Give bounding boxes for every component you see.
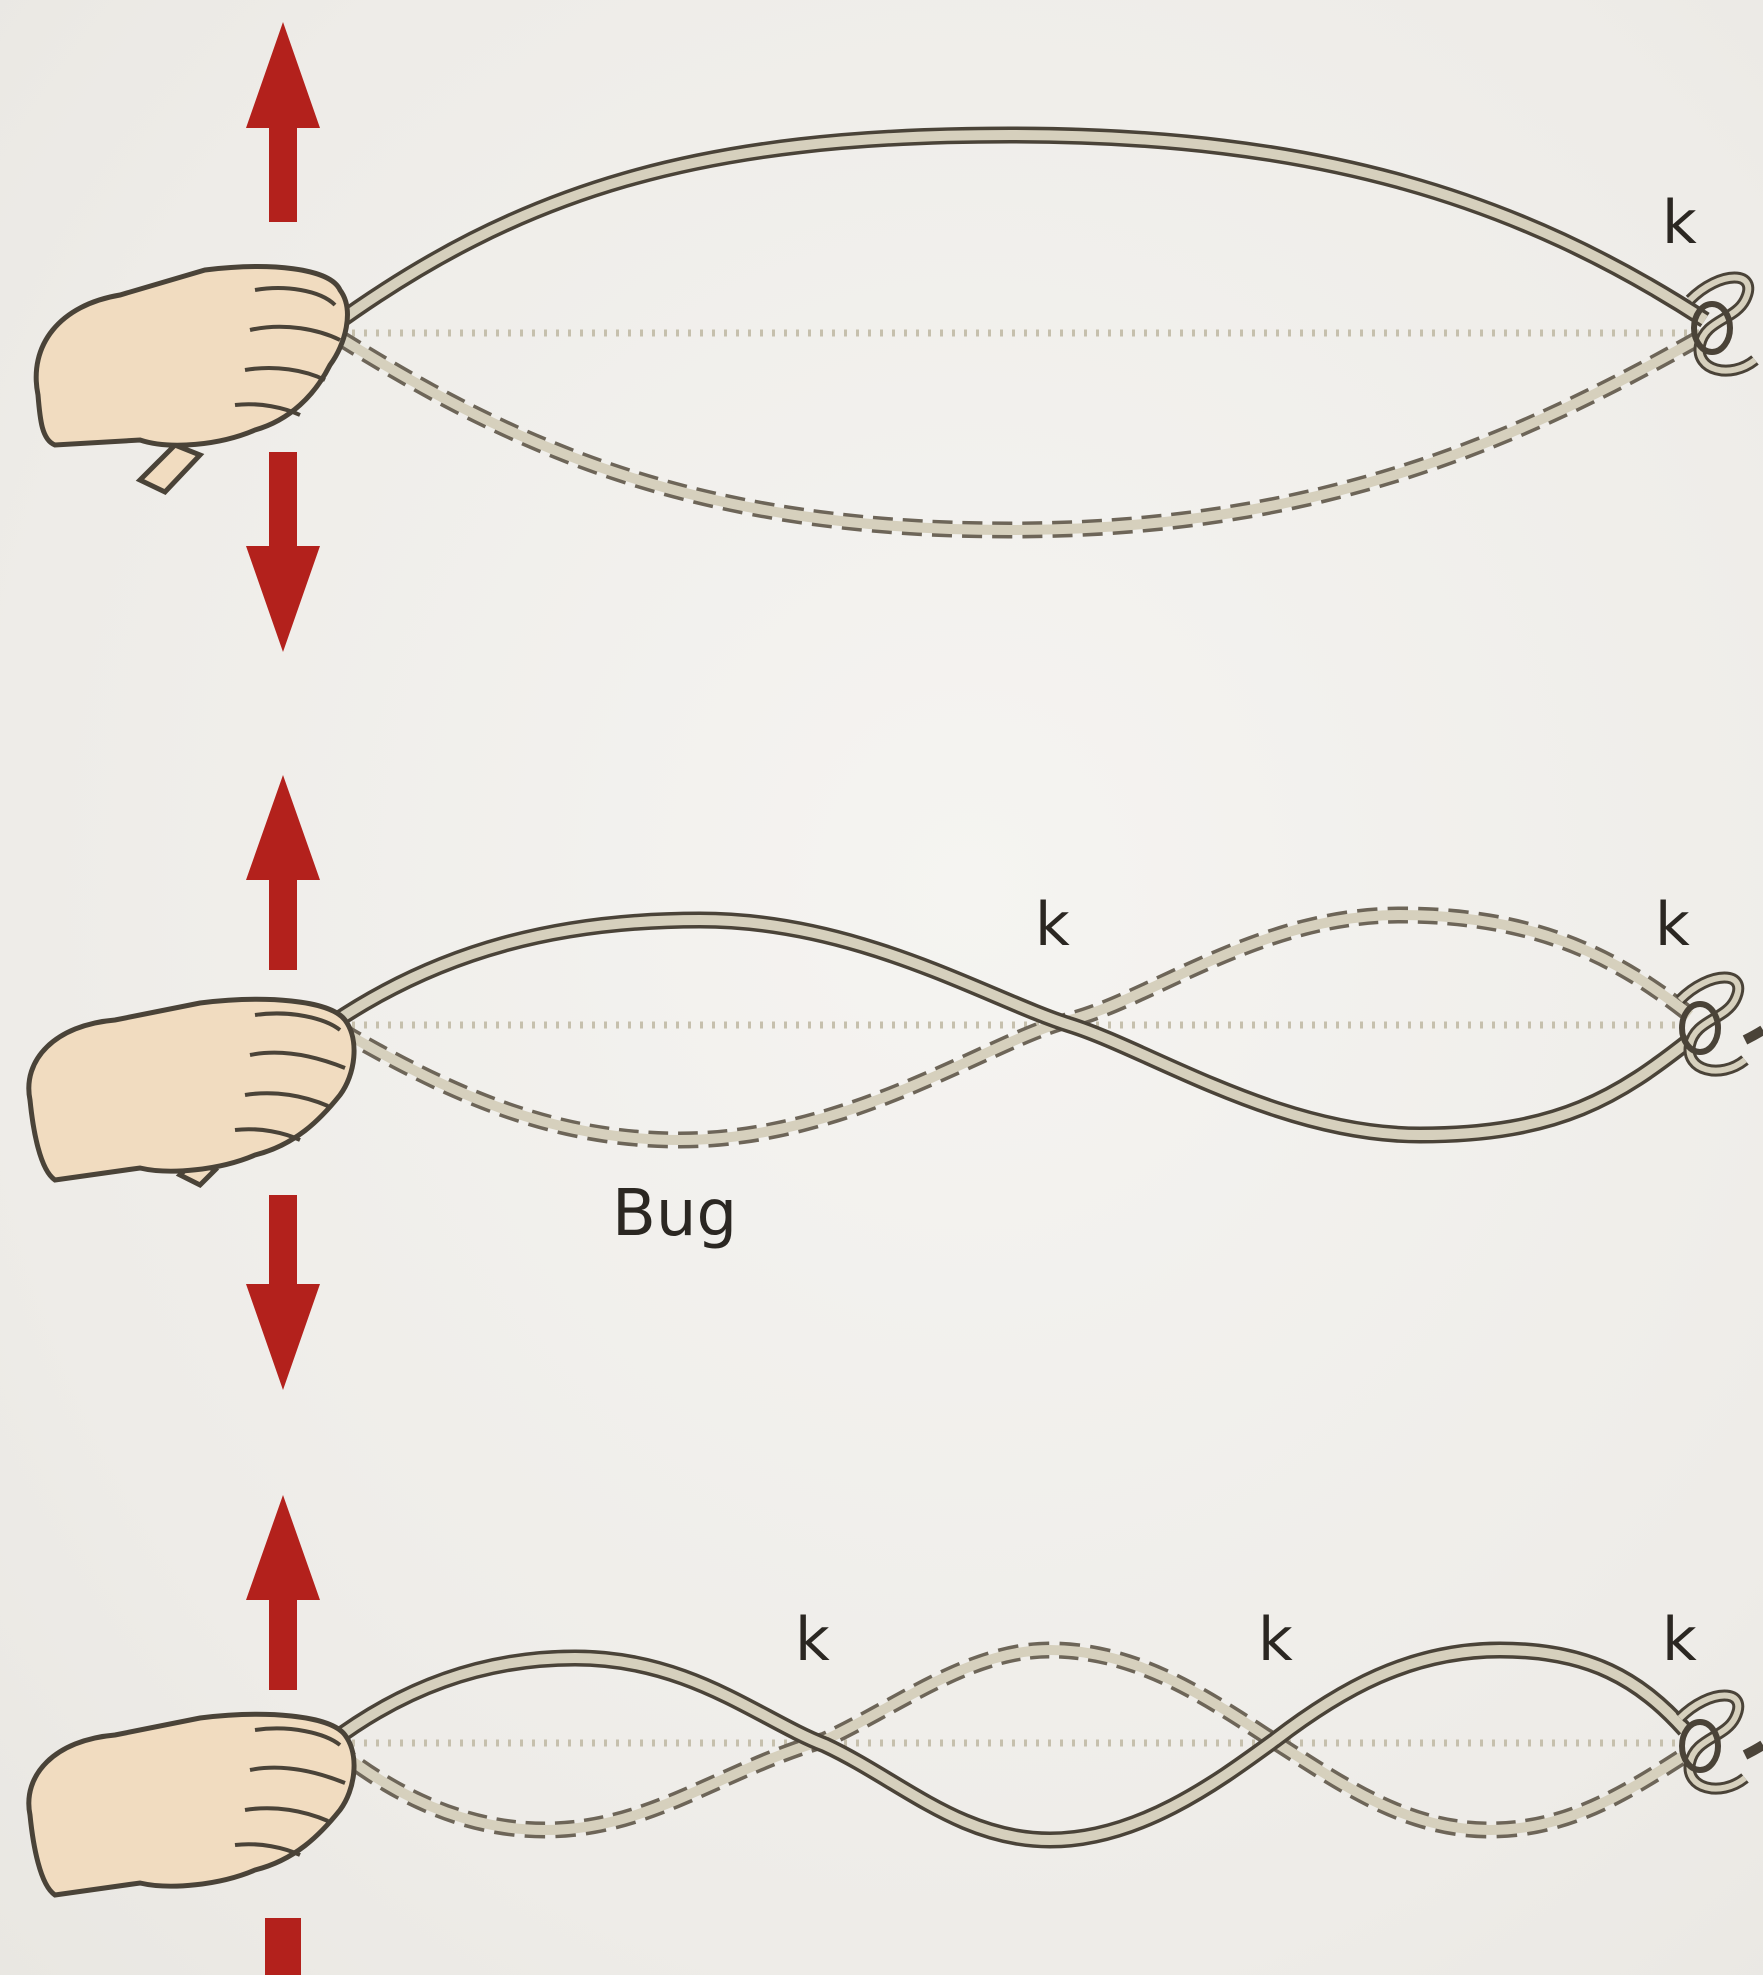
node-label: k: [1655, 890, 1690, 960]
antinode-label: Bug: [612, 1177, 737, 1251]
arrow-up-icon: [246, 1495, 320, 1690]
arrow-down-icon: [265, 1918, 301, 1975]
node-label: k: [795, 1605, 830, 1675]
arrow-up-icon: [246, 22, 320, 222]
hand-icon: [29, 999, 354, 1185]
rope-dashed-lower: [340, 335, 1705, 530]
knot-icon: [1680, 1696, 1763, 1789]
node-label: k: [1258, 1605, 1293, 1675]
wave-panel-3: k k k: [29, 1495, 1763, 1975]
wave-panel-1: k: [36, 22, 1755, 652]
hand-icon: [29, 1714, 354, 1895]
rope-solid-upper: [330, 135, 1705, 328]
arrow-down-icon: [246, 1195, 320, 1390]
wave-panel-2: k k Bug: [29, 775, 1763, 1390]
arrow-up-icon: [246, 775, 320, 970]
knot-icon: [1680, 978, 1763, 1071]
hand-icon: [36, 267, 347, 492]
arrow-down-icon: [246, 452, 320, 652]
node-label: k: [1035, 890, 1070, 960]
node-label: k: [1662, 1605, 1697, 1675]
node-label: k: [1662, 188, 1697, 258]
